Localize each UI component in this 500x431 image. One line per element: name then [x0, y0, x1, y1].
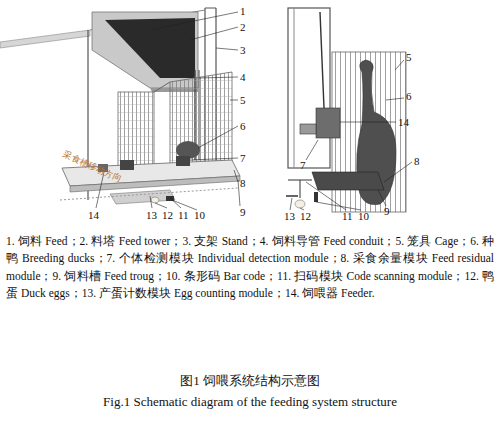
callout-number: 10	[358, 211, 369, 222]
callout-number: 12	[162, 210, 173, 221]
callout-number: 11	[178, 210, 189, 221]
callout-number: 11	[342, 211, 353, 222]
callout-number: 6	[406, 91, 412, 102]
callout-number: 13	[146, 210, 157, 221]
callout-number: 6	[240, 121, 246, 132]
callout-number: 9	[384, 206, 390, 217]
callout-number: 10	[194, 210, 205, 221]
legend-item: 7. 个体检测模块 Individual detection module；	[107, 252, 341, 264]
callout-number: 2	[240, 22, 246, 33]
callout-number: 7	[240, 153, 246, 164]
callout-number: 8	[414, 156, 420, 167]
right-view	[286, 8, 412, 212]
left-view	[0, 8, 240, 210]
callout-number: 12	[300, 211, 311, 222]
callout-number: 8	[240, 178, 246, 189]
legend-item: 1. 饲料 Feed；	[6, 235, 80, 247]
legend-text: 1. 饲料 Feed；2. 料塔 Feed tower；3. 支架 Stand；…	[6, 233, 494, 302]
callout-number: 5	[240, 95, 246, 106]
legend-item: 11. 扫码模块 Code scanning module；	[277, 270, 464, 282]
legend-item: 13. 产蛋计数模块 Egg counting module；	[82, 287, 285, 299]
figure-caption: Fig.1 Schematic diagram of the feeding s…	[0, 394, 500, 410]
figure-title: 图1 饲喂系统结构示意图	[0, 372, 500, 390]
callout-number: 7	[300, 160, 306, 171]
legend-item: 14. 饲喂器 Feeder.	[285, 287, 375, 299]
legend-item: 10. 条形码 Bar code；	[166, 270, 277, 282]
callout-number: 9	[240, 207, 246, 218]
callout-number: 14	[398, 117, 409, 128]
callout-number: 3	[240, 45, 246, 56]
legend-item: 5. 笼具 Cage；	[395, 235, 470, 247]
legend-item: 2. 料塔 Feed tower；	[80, 235, 183, 247]
legend-item: 9. 饲料槽 Feed troug；	[53, 270, 167, 282]
callout-number: 4	[240, 72, 246, 83]
legend-item: 4. 饲料导管 Feed conduit；	[260, 235, 396, 247]
callout-number: 14	[88, 210, 99, 221]
callout-number: 5	[406, 52, 412, 63]
callout-number: 13	[284, 211, 295, 222]
callout-number: 1	[240, 6, 246, 17]
legend-item: 3. 支架 Stand；	[182, 235, 259, 247]
